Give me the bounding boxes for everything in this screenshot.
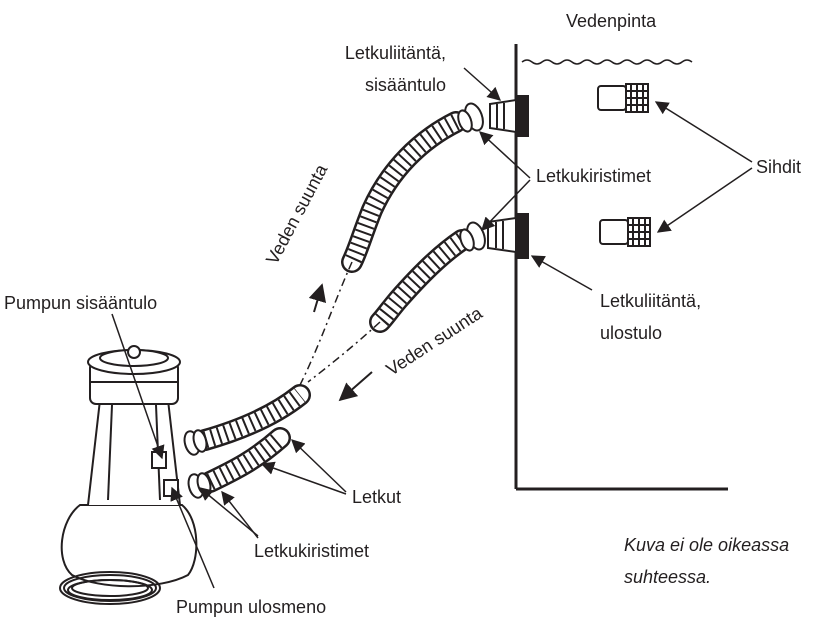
flow-arrow-up <box>308 283 327 313</box>
pump <box>60 345 198 588</box>
strainer-lower <box>599 217 651 247</box>
hose-upper <box>341 111 467 273</box>
flow-arrow-down <box>338 371 373 402</box>
hose-connector-inlet <box>489 95 529 137</box>
hose-clamps-bottom-label: Letkukiristimet <box>254 541 370 561</box>
hose-clamps-top-label: Letkukiristimet <box>536 166 652 186</box>
water-level-label: Vedenpinta <box>566 11 657 31</box>
hose-pump-lower <box>199 427 291 493</box>
hose-clamp-lower <box>459 221 486 252</box>
water-surface <box>521 59 693 65</box>
coiled-hose <box>59 571 161 605</box>
hoses-label: Letkut <box>352 487 402 507</box>
scale-note-line2: suhteessa. <box>624 567 712 587</box>
hose-lower <box>369 229 473 333</box>
scale-note-line1: Kuva ei ole oikeassa <box>624 535 790 555</box>
strainer-upper <box>597 83 649 113</box>
hose-clamp-upper <box>457 102 484 133</box>
pump-inlet-label: Pumpun sisääntulo <box>4 293 158 313</box>
leader-lines <box>111 67 753 589</box>
strainers-label: Sihdit <box>756 157 802 177</box>
hose-path-dashed <box>292 261 381 405</box>
hose-connector-outlet <box>487 213 529 259</box>
hose-pump-upper <box>194 384 311 451</box>
hose-connector-outlet-label-line2: ulostulo <box>600 323 663 343</box>
hose-connector-outlet-label-line1: Letkuliitäntä, <box>600 291 702 311</box>
pump-outlet-label: Pumpun ulosmeno <box>176 597 327 617</box>
hose-connector-inlet-label-line2: sisääntulo <box>364 75 446 95</box>
hose-connector-inlet-label-line1: Letkuliitäntä, <box>344 43 446 63</box>
